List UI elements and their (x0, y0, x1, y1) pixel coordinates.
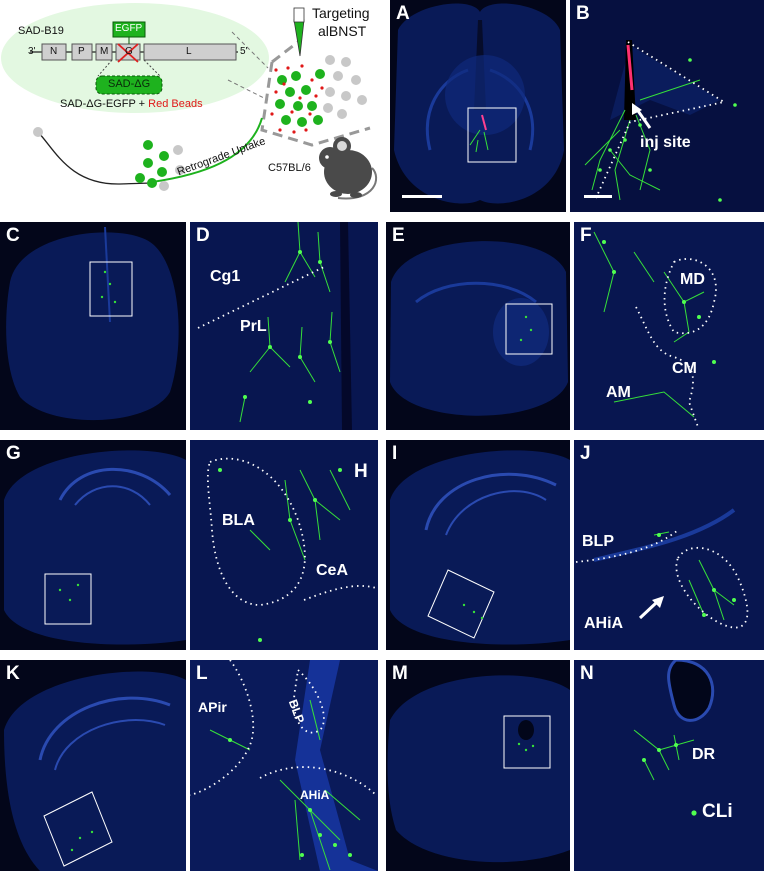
label-apir: APir (198, 699, 227, 715)
panel-letter-n: N (580, 663, 594, 684)
panel-letter-b: B (576, 3, 590, 24)
injectate-label: SAD-ΔG-EGFP + Red Beads (60, 98, 203, 110)
panel-a: A (390, 0, 566, 212)
gene-m: M (100, 46, 109, 57)
viral-tracing-schematic: SAD-B19 3' 5' N P M G L EGFP SAD-ΔG SAD-… (0, 0, 385, 212)
panel-letter-k: K (6, 663, 20, 684)
panel-letter-g: G (6, 443, 21, 464)
panel-e-image (390, 241, 568, 416)
label-md: MD (680, 271, 705, 288)
panel-letter-h: H (354, 461, 368, 482)
panel-n-image (574, 660, 764, 871)
sad-dg-label: SAD-ΔG (108, 78, 151, 90)
panel-l: L APir BLP AHiA (190, 660, 378, 871)
panel-j: J BLP AHiA (574, 440, 764, 650)
label-inj-site: inj site (640, 134, 691, 151)
label-ahia: AHiA (300, 788, 330, 802)
panel-m-image (387, 675, 570, 863)
genome-3-end: 3' (28, 46, 36, 57)
virus-name: SAD-B19 (18, 25, 64, 37)
panel-b-image (570, 0, 764, 212)
panel-f: F MD CM AM (574, 222, 764, 430)
panel-g: G (0, 440, 186, 650)
panel-a-image (394, 3, 564, 204)
label-blp: BLP (582, 533, 614, 550)
panel-letter-a: A (396, 3, 410, 24)
panel-letter-e: E (392, 225, 405, 246)
label-am: AM (606, 384, 631, 401)
gene-p: P (78, 46, 85, 57)
panel-j-image (574, 440, 764, 650)
panel-g-image (4, 450, 186, 645)
egfp-label: EGFP (115, 23, 143, 34)
sad-dg-capsule (95, 75, 163, 95)
panel-letter-m: M (392, 663, 408, 684)
label-cg1: Cg1 (210, 268, 241, 285)
panel-k: K (0, 660, 186, 871)
panel-m: M (386, 660, 570, 871)
panel-letter-j: J (580, 443, 591, 464)
panel-letter-i: I (392, 443, 398, 464)
label-cea: CeA (316, 562, 349, 579)
panel-l-image (190, 660, 378, 871)
panel-f-image (574, 222, 764, 430)
gene-g: G (125, 46, 133, 57)
gene-p-box (71, 43, 93, 61)
schematic-graphic (1, 3, 378, 200)
panel-letter-l: L (196, 663, 208, 684)
panel-h: H BLA CeA (190, 440, 378, 650)
panel-i: I (386, 440, 570, 650)
retrograde-axon (151, 117, 263, 183)
panel-i-image (390, 450, 570, 645)
panel-b: B inj site (570, 0, 764, 212)
label-prl: PrL (240, 318, 267, 335)
panel-letter-c: C (6, 225, 20, 246)
panel-letter-f: F (580, 225, 592, 246)
gene-m-box (95, 43, 113, 61)
panel-h-image (190, 440, 378, 650)
panel-e: E (386, 222, 570, 430)
pipette-icon (293, 19, 305, 57)
gene-l: L (186, 46, 192, 57)
label-bla: BLA (222, 512, 255, 529)
target-label-line2: alBNST (318, 23, 367, 39)
label-ahia: AHiA (584, 615, 624, 632)
panel-c: C (0, 222, 186, 430)
genome-5-end: 5' (240, 46, 248, 57)
target-label-line1: Targeting (312, 5, 370, 21)
gene-l-box (143, 43, 237, 61)
mouse-icon (319, 137, 378, 200)
panel-letter-d: D (196, 225, 210, 246)
mouse-strain-label: C57BL/6 (268, 162, 311, 174)
panel-d: D Cg1 PrL (190, 222, 378, 430)
label-dr: DR (692, 746, 716, 763)
panel-n: N DR CLi (574, 660, 764, 871)
gene-n-box (41, 43, 67, 61)
label-cli: CLi (702, 801, 733, 822)
panel-d-image (190, 222, 378, 430)
panel-k-image (4, 671, 186, 871)
gene-n: N (50, 46, 58, 57)
label-cm: CM (672, 360, 697, 377)
panel-c-image (6, 226, 179, 421)
